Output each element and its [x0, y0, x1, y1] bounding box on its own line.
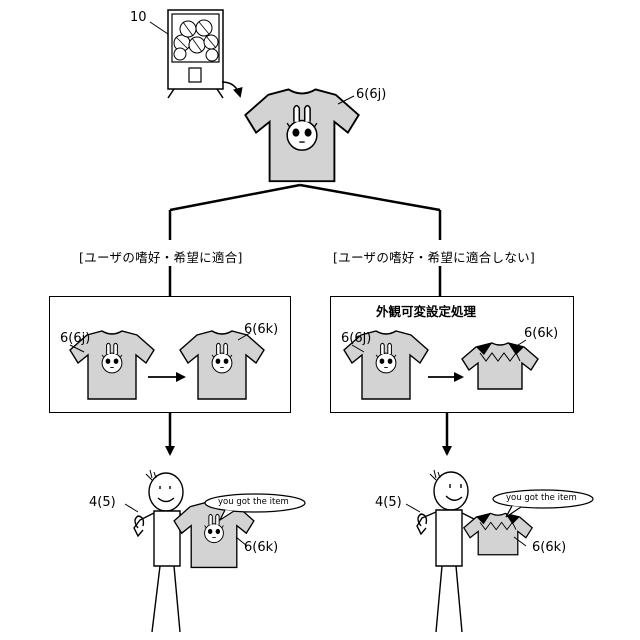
left-user-leader [125, 504, 138, 512]
left-speech-text: you got the item [218, 497, 289, 507]
box2-left-label: 6(6j) [341, 331, 371, 346]
top-shirt-label: 6(6j) [356, 87, 386, 102]
machine-to-shirt-arrow [222, 82, 240, 96]
box1-left-label: 6(6j) [60, 331, 90, 346]
left-user-label: 4(5) [89, 495, 116, 510]
left-user-figure [134, 470, 196, 632]
left-result-shirt-label: 6(6k) [244, 540, 278, 555]
right-held-shirt-icon [464, 513, 532, 554]
condition-mismatch-label: [ユーザの嗜好・希望に適合しない] [333, 247, 535, 266]
top-shirt-icon [245, 89, 358, 181]
left-held-shirt-icon [174, 503, 254, 568]
right-result-shirt-label: 6(6k) [532, 540, 566, 555]
match-process-box [49, 296, 291, 413]
right-user-leader [406, 504, 420, 512]
machine-label: 10 [130, 10, 147, 25]
process-title: 外観可変設定処理 [376, 301, 476, 320]
right-user-figure [417, 470, 478, 632]
branch-lines [170, 185, 440, 297]
condition-match-label: [ユーザの嗜好・希望に適合] [79, 247, 243, 266]
box1-right-label: 6(6k) [244, 322, 278, 337]
box2-right-label: 6(6k) [524, 326, 558, 341]
right-user-label: 4(5) [375, 495, 402, 510]
gacha-machine-icon [168, 10, 223, 98]
right-speech-text: you got the item [506, 493, 577, 503]
machine-leader-line [150, 22, 168, 34]
